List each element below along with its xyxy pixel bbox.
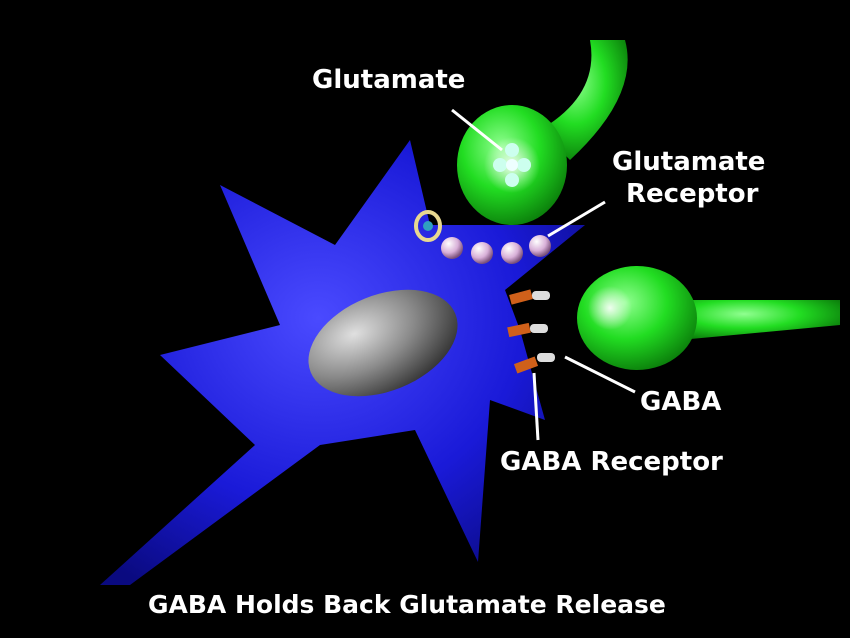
label-gaba-receptor: GABA Receptor (500, 447, 723, 477)
glutamate-vesicles (484, 137, 540, 193)
gaba-vesicle (588, 286, 632, 330)
glutamate-receptors (441, 235, 551, 264)
glutamate-pointer (451, 108, 503, 152)
diagram-title: GABA Holds Back Glutamate Release (148, 590, 666, 619)
label-gaba: GABA (640, 387, 721, 417)
gaba-receptor-pointer (532, 372, 540, 441)
glutamate-axon (540, 40, 628, 160)
label-glutamate-receptor-2: Receptor (626, 179, 759, 209)
nucleus (308, 289, 458, 397)
transporter-icon (414, 210, 442, 242)
glutamate-receptor-pointer (547, 200, 606, 238)
label-glutamate: Glutamate (312, 65, 465, 95)
gaba-pointer (564, 355, 636, 394)
label-glutamate-receptor-1: Glutamate (612, 147, 765, 177)
gaba-axon (680, 300, 840, 340)
gaba-receptors (507, 289, 555, 374)
